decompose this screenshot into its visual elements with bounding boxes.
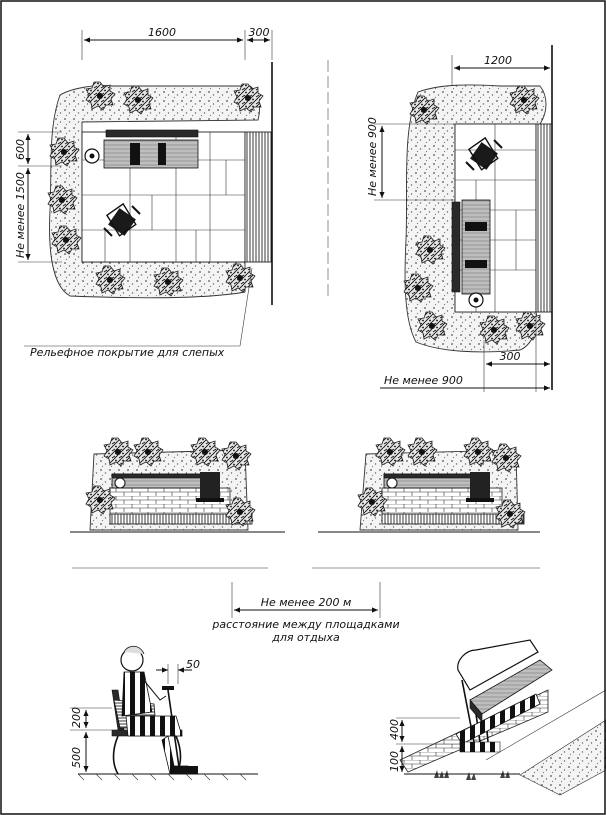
dim-50-label: 50 xyxy=(186,658,200,671)
dim-bench-heights: 400 100 xyxy=(388,717,460,772)
plan-right-dim-width: 1200 xyxy=(451,54,550,90)
spacing-caption-line1: расстояние между площадками xyxy=(211,618,399,631)
callout-tactile-label: Рельефное покрытие для слепых xyxy=(30,346,225,359)
dim-600-label: 600 xyxy=(14,139,27,160)
spacing-dimension: Не менее 200 м расстояние между площадка… xyxy=(211,582,400,644)
plan-right: 1200 xyxy=(366,45,553,392)
person-icon xyxy=(120,645,198,775)
plan-right-dim-vertical: Не менее 900 xyxy=(366,117,455,201)
elevation-left xyxy=(70,437,285,533)
gravel-border-right xyxy=(404,84,547,353)
plan-left: 1600 300 xyxy=(14,26,273,359)
spacing-caption-line2: для отдыха xyxy=(271,631,340,644)
plan-left-dim-width: 1600 300 xyxy=(81,26,273,60)
side-view-bench: 400 100 xyxy=(388,639,606,796)
dim-min-900-bottom-label: Не менее 900 xyxy=(384,374,463,387)
dim-300-top-label: 300 xyxy=(249,26,270,39)
tactile-strip-left xyxy=(244,131,273,263)
dim-1600-label: 1600 xyxy=(148,26,176,39)
plan-left-dim-height: Не менее 1500 600 xyxy=(14,131,62,263)
shrub-icon xyxy=(434,770,510,780)
bench-icon xyxy=(455,639,553,753)
dim-300-right-label: 300 xyxy=(500,350,521,363)
dim-200-label: 200 xyxy=(70,707,83,728)
dim-seat-heights: 200 500 xyxy=(70,707,112,772)
callout-tactile: Рельефное покрытие для слепых xyxy=(24,267,253,359)
dim-1200-label: 1200 xyxy=(484,54,512,67)
bench-right xyxy=(451,199,491,295)
dim-cane-offset: 50 xyxy=(156,658,200,684)
dim-500-label: 500 xyxy=(70,747,83,768)
dim-400-label: 400 xyxy=(388,719,401,740)
plan-right-dim-bottom: 300 Не менее 900 xyxy=(380,312,550,392)
dim-min-200m-label: Не менее 200 м xyxy=(261,596,352,609)
dim-100-label: 100 xyxy=(388,751,401,772)
bench-left xyxy=(103,129,199,169)
tactile-strip-right xyxy=(535,123,553,313)
dim-min-1500-label: Не менее 1500 xyxy=(14,172,27,258)
elevation-right xyxy=(318,437,540,533)
cane-icon xyxy=(162,686,181,775)
dim-min-900-vertical-label: Не менее 900 xyxy=(366,117,379,196)
side-view-person: 50 200 500 xyxy=(70,645,258,781)
